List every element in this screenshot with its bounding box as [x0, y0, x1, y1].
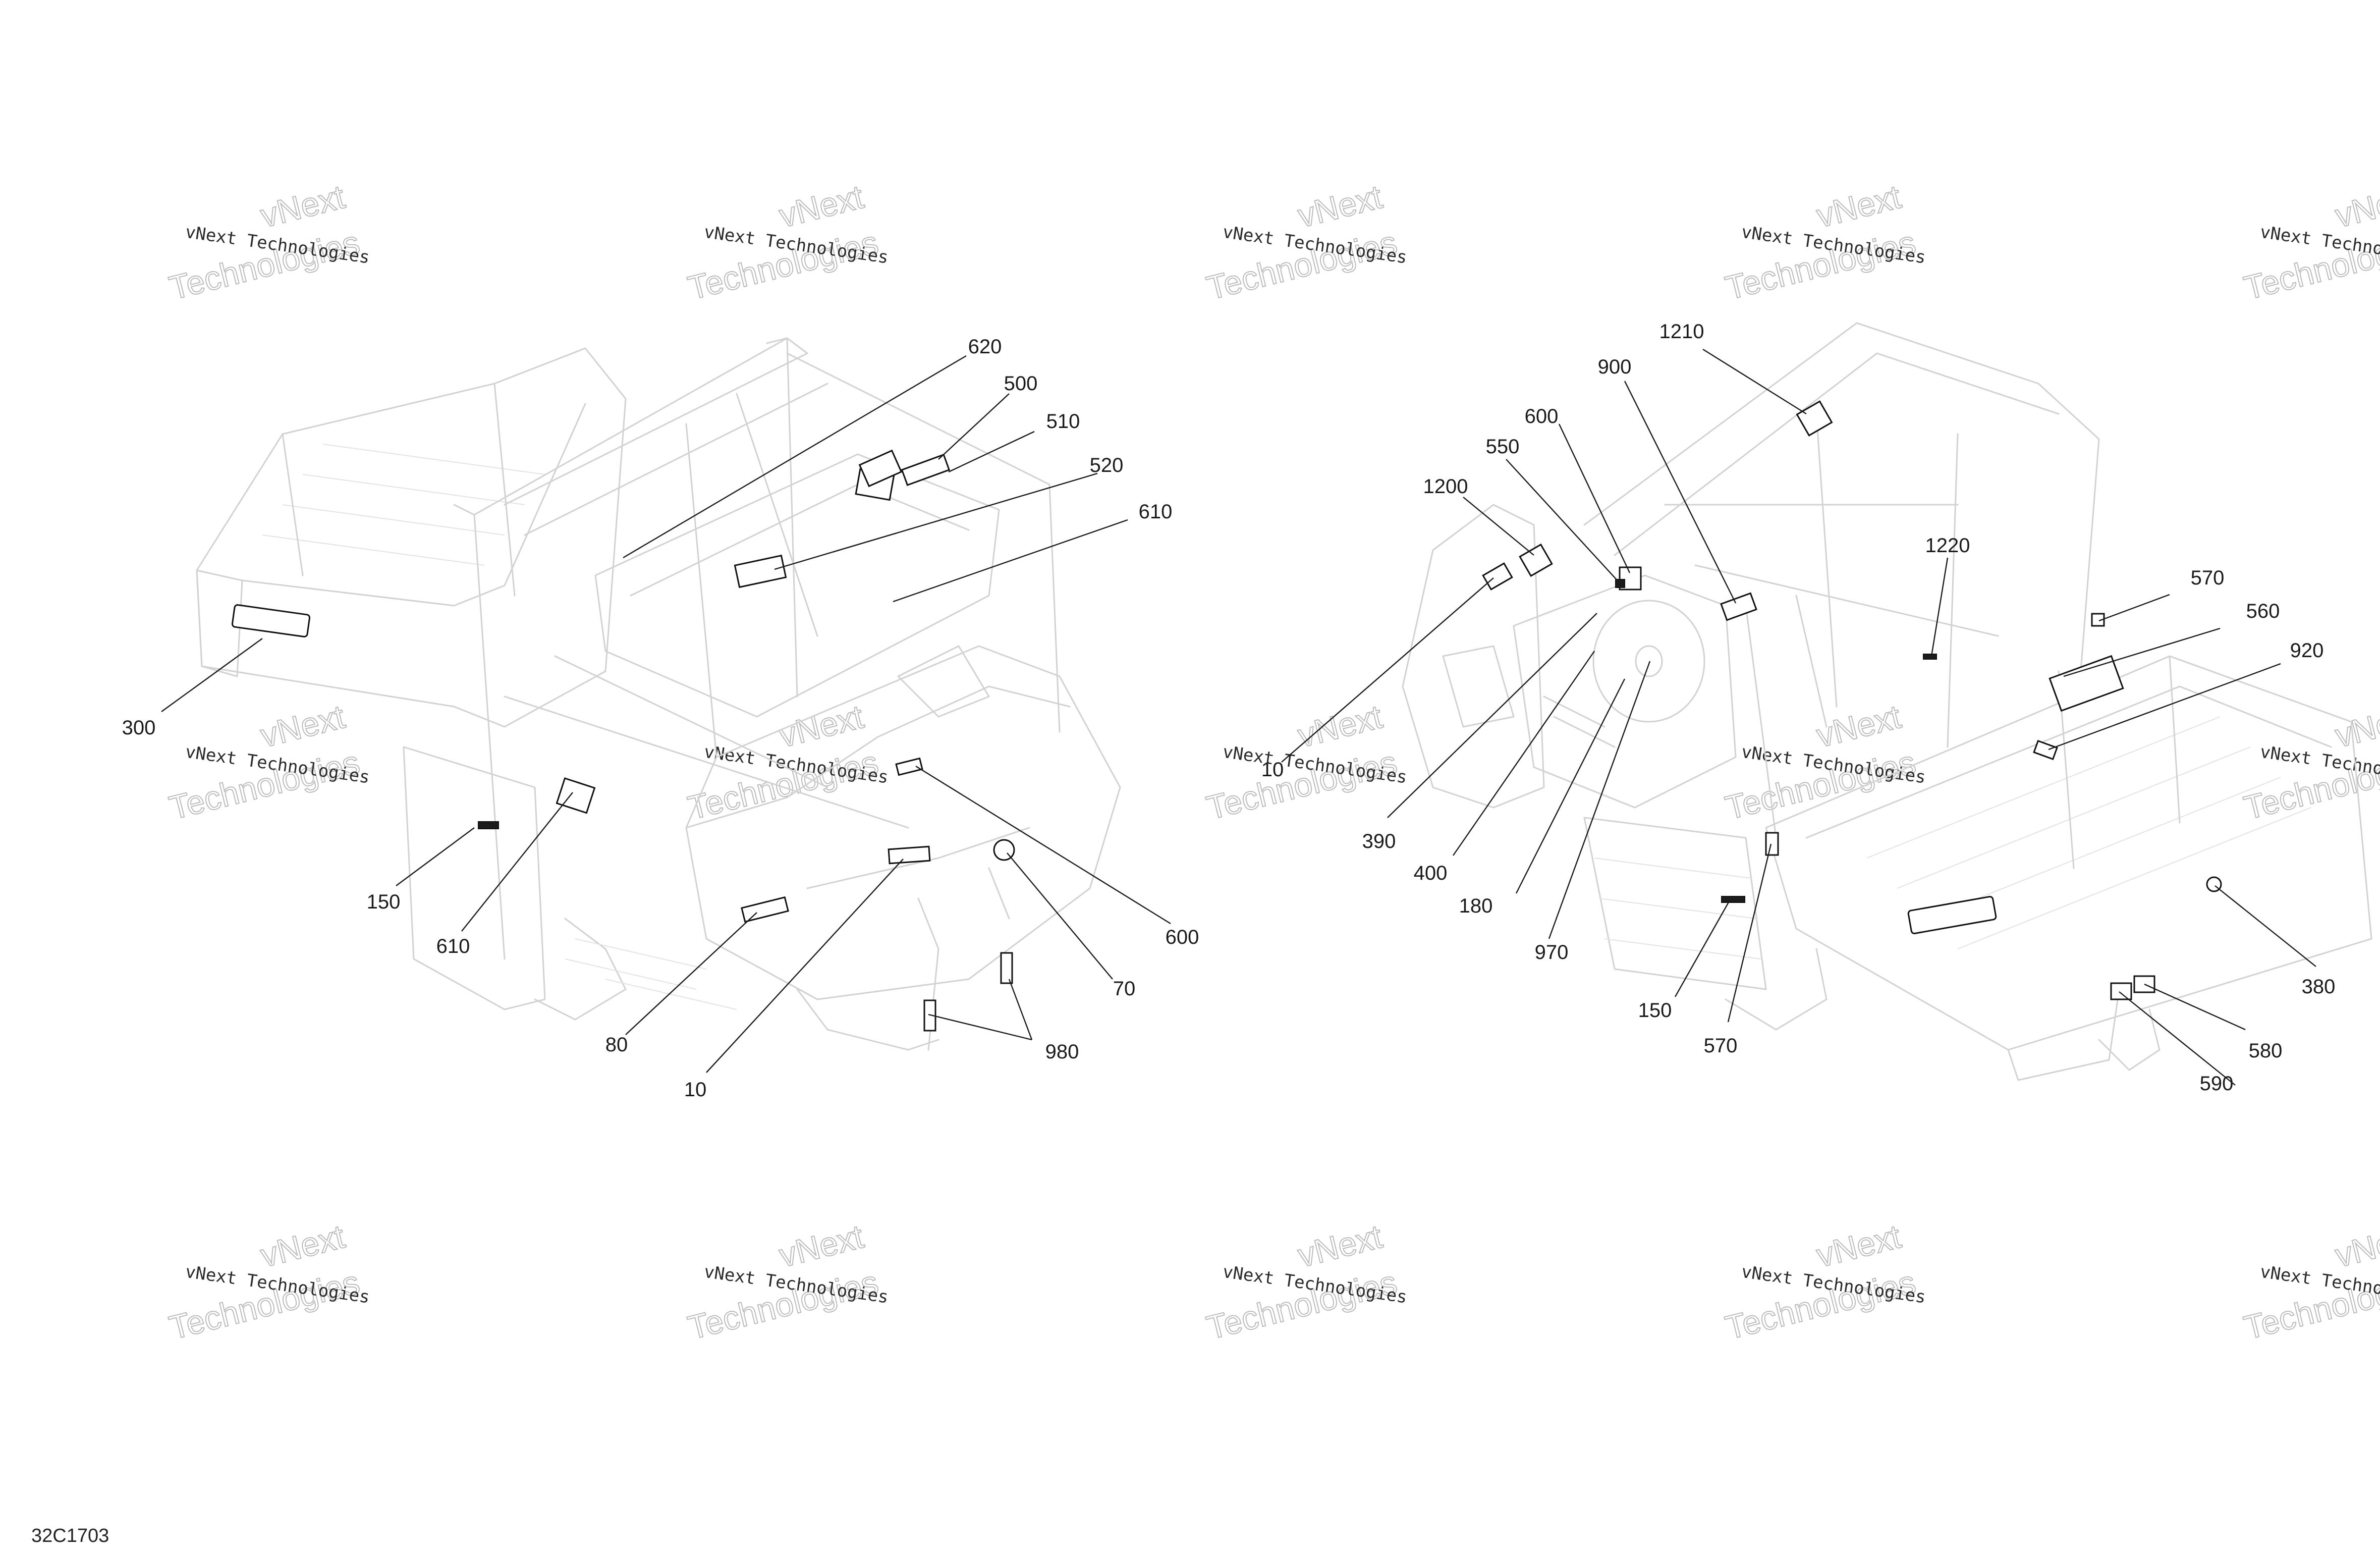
callout-10-right: 10 — [1261, 759, 1284, 781]
decal-1200 — [1519, 543, 1553, 577]
decal-610-lower — [556, 777, 596, 814]
decal-1220 — [1923, 654, 1937, 660]
callout-10: 10 — [684, 1079, 707, 1101]
callout-1210: 1210 — [1659, 320, 1704, 343]
callout-570-lower: 570 — [1704, 1035, 1738, 1057]
callout-500: 500 — [1004, 372, 1038, 395]
right-vehicle-drawing — [1402, 322, 2372, 1081]
decal-cargo-logo — [1907, 896, 1997, 934]
callout-1200: 1200 — [1423, 475, 1468, 498]
decal-10 — [888, 845, 931, 865]
left-vehicle-drawing — [196, 337, 1121, 1051]
callout-970: 970 — [1535, 941, 1569, 964]
watermark-outline-name: vNext — [1294, 1217, 1386, 1274]
right-callouts: 1210 900 600 550 1200 1220 570 560 920 1… — [1261, 320, 2336, 1095]
callout-600-right: 600 — [1525, 405, 1559, 427]
decal-150 — [478, 821, 499, 829]
watermark-outline-name: vNext — [1294, 698, 1386, 755]
watermark-outline-name: vNext — [2332, 1217, 2380, 1274]
watermark-outline-name: vNext — [1813, 178, 1905, 235]
callout-520: 520 — [1090, 454, 1124, 476]
watermark-outline-name: vNext — [1294, 178, 1386, 235]
left-callouts: 620 500 510 520 610 300 150 610 80 10 98… — [122, 336, 1199, 1101]
decal-500 — [858, 449, 903, 488]
watermark-outline-name: vNext — [257, 178, 349, 235]
callout-510: 510 — [1046, 410, 1080, 433]
decal-980-right — [1000, 952, 1013, 984]
leader-lines — [161, 348, 2316, 1086]
decal-590 — [2110, 982, 2132, 1000]
callout-150: 150 — [367, 891, 401, 913]
callout-550: 550 — [1486, 436, 1520, 458]
decal-300 — [231, 604, 311, 637]
watermark-outline-name: vNext — [257, 698, 349, 755]
watermark-outline-name: vNext — [776, 1217, 867, 1274]
callout-920: 920 — [2290, 639, 2324, 662]
decal-920 — [2033, 739, 2058, 761]
callout-380: 380 — [2302, 976, 2336, 998]
decal-1210 — [1796, 400, 1833, 437]
decal-10-right — [1482, 562, 1513, 591]
decal-520 — [734, 554, 787, 589]
decal-900 — [1720, 592, 1757, 621]
callout-590: 590 — [2200, 1073, 2234, 1095]
callout-620: 620 — [968, 336, 1002, 358]
watermark-outline-name: vNext — [2332, 178, 2380, 235]
callout-570-upper: 570 — [2191, 567, 2225, 589]
callout-400: 400 — [1414, 862, 1448, 884]
callout-1220: 1220 — [1925, 534, 1970, 557]
callout-610-upper: 610 — [1139, 501, 1173, 523]
callout-600: 600 — [1166, 926, 1199, 948]
decal-80 — [741, 896, 789, 923]
callout-390: 390 — [1362, 830, 1396, 852]
callout-900: 900 — [1598, 356, 1632, 378]
callout-150-right: 150 — [1638, 999, 1672, 1022]
decal-980-left — [923, 999, 936, 1032]
reference-code: 32C1703 — [31, 1525, 109, 1546]
callout-580: 580 — [2249, 1040, 2283, 1062]
decal-600 — [895, 757, 923, 776]
callout-610-lower: 610 — [436, 935, 470, 957]
decal-570-lower — [1765, 832, 1779, 856]
callout-70: 70 — [1113, 978, 1136, 1000]
callout-180: 180 — [1459, 895, 1493, 917]
decal-510 — [901, 453, 951, 486]
watermark-outline-name: vNext — [2332, 698, 2380, 755]
watermark-outline-name: vNext — [1813, 1217, 1905, 1274]
decal-150-right — [1721, 896, 1745, 903]
callout-560: 560 — [2246, 600, 2280, 622]
decal-560 — [2049, 655, 2124, 712]
callout-980: 980 — [1045, 1041, 1079, 1063]
watermark-outline-name: vNext — [257, 1217, 349, 1274]
callout-80: 80 — [605, 1034, 628, 1056]
watermark-outline-name: vNext — [776, 178, 867, 235]
callout-300: 300 — [122, 717, 156, 739]
